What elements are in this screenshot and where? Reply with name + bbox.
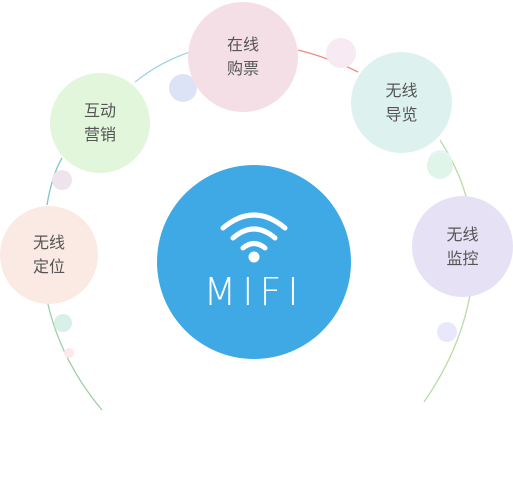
node-label: 在线 购票 <box>226 35 259 78</box>
node-label: 无线 定位 <box>32 233 65 276</box>
node-online-ticketing: 在线 购票 <box>188 2 298 112</box>
accent-dot <box>52 170 72 190</box>
accent-dot <box>427 153 453 179</box>
node-wireless-location: 无线 定位 <box>0 206 98 304</box>
arc-top-left <box>134 51 191 83</box>
node-label: 无线 监控 <box>446 224 479 268</box>
node-wireless-guide: 无线 导览 <box>351 52 452 153</box>
node-interactive-marketing: 互动 营销 <box>50 73 150 173</box>
accent-dot <box>64 348 74 358</box>
wifi-icon <box>220 212 288 263</box>
node-label: 无线 导览 <box>385 80 418 124</box>
hub-label: MIFI <box>203 270 305 314</box>
accent-dot <box>326 38 356 68</box>
node-wireless-monitoring: 无线 监控 <box>412 196 513 297</box>
accent-dot <box>437 322 457 342</box>
accent-dot <box>54 314 72 332</box>
node-label: 互动 营销 <box>83 101 116 144</box>
mifi-hub: MIFI <box>157 165 351 359</box>
